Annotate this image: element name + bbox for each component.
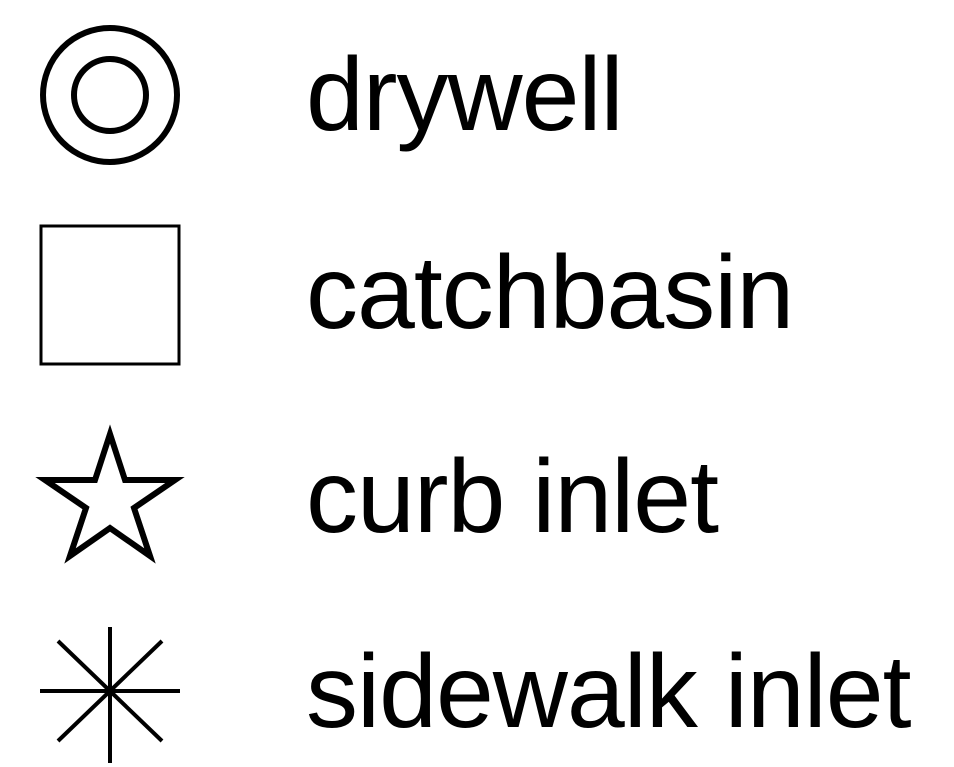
double-circle-icon <box>30 20 190 170</box>
asterisk-icon <box>30 617 190 767</box>
legend-label-drywell: drywell <box>306 37 624 153</box>
legend-item-curb-inlet: curb inlet <box>0 422 954 572</box>
legend-item-sidewalk-inlet: sidewalk inlet <box>0 617 954 767</box>
legend-label-catchbasin: catchbasin <box>306 235 794 351</box>
legend-label-curb-inlet: curb inlet <box>306 439 719 555</box>
legend-item-drywell: drywell <box>0 20 954 170</box>
star-icon <box>30 422 190 572</box>
square-icon <box>30 218 190 368</box>
legend-label-sidewalk-inlet: sidewalk inlet <box>306 634 912 750</box>
legend-item-catchbasin: catchbasin <box>0 218 954 368</box>
